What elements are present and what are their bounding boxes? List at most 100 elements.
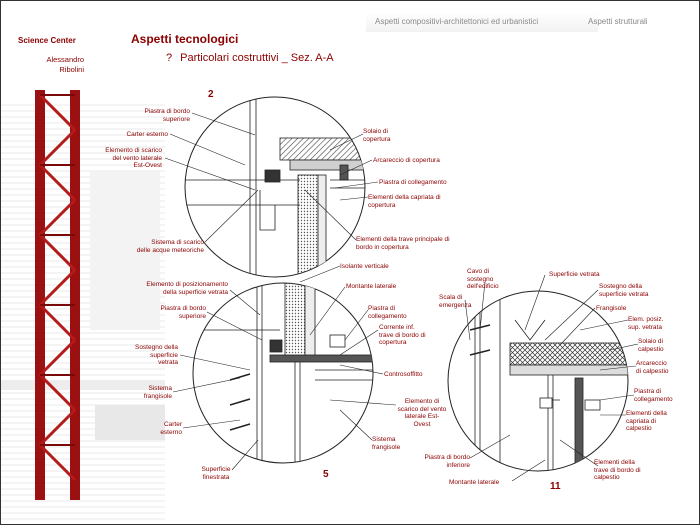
label-arcareccio-copertura: Arcareccio di copertura: [373, 157, 440, 164]
label-line: scarico del vento: [397, 405, 447, 413]
label-controsoffitto: Controsoffitto: [384, 371, 423, 378]
label-line: Solaio di: [363, 128, 388, 135]
label-line: superiore: [162, 115, 190, 123]
label-line: del vento laterale: [112, 154, 162, 162]
label-trave-bordo-calpestio: Elementi della trave di bordo di calpest…: [594, 459, 641, 482]
label-montante-laterale-11: Montante laterale: [449, 479, 500, 486]
label-line: Piastra di bordo: [424, 454, 470, 461]
label-piastra-collegamento-11: Piastra di collegamento: [634, 388, 673, 403]
label-piastra-bordo-inferiore: Piastra di bordo inferiore: [408, 454, 470, 469]
label-line: dell'edificio: [467, 283, 499, 290]
label-line: Elementi della capriata di: [368, 194, 441, 201]
label-line: bordo in copertura: [356, 243, 409, 251]
label-scarico-vento: Elemento di scarico del vento laterale E…: [82, 147, 162, 170]
label-line: superficie: [150, 351, 178, 359]
label-scala-emergenza: Scala di emergenza: [439, 294, 472, 309]
label-line: Sistema: [372, 436, 396, 443]
label-sostegno-superficie: Sostegno della superficie vetrata: [118, 344, 178, 367]
label-line: Arcareccio: [636, 360, 667, 367]
label-solaio-copertura: Solaio di copertura: [363, 128, 390, 143]
label-corrente-inferiore: Corrente inf. trave di bordo di copertur…: [379, 324, 426, 347]
label-line: Piastra di bordo: [144, 108, 190, 115]
label-line: superficie vetrata: [599, 290, 649, 298]
label-line: copertura: [368, 201, 396, 209]
label-scarico-vento-5: Elemento di scarico del vento laterale E…: [392, 398, 452, 428]
label-line: Cavo di: [467, 268, 490, 275]
nav-link-compositive[interactable]: Aspetti compositivi-architettonici ed ur…: [375, 17, 539, 26]
label-piastra-collegamento-5: Piastra di collegamento: [368, 305, 407, 320]
author-name: Alessandro Ribolini: [24, 55, 84, 75]
label-line: frangisole: [143, 392, 172, 400]
label-frangisole: Frangisole: [596, 305, 627, 312]
label-line: Corrente inf.: [379, 324, 415, 331]
label-line: Elemento di posizionamento: [146, 281, 228, 288]
label-line: vetrata: [158, 359, 178, 366]
label-line: Ovest: [413, 420, 431, 428]
label-superficie-finestrata: Superficie finestrata: [192, 466, 240, 481]
label-line: emergenza: [439, 301, 472, 309]
background-photo: [0, 100, 165, 520]
label-line: Elemento di scarico: [105, 147, 162, 154]
page-subtitle: ?Particolari costruttivi _ Sez. A-A: [166, 52, 334, 64]
label-trave-principale: Elementi della trave principale di bordo…: [356, 236, 450, 251]
label-line: Elementi della: [594, 459, 635, 466]
label-cavo-sostegno: Cavo di sostegno dell'edificio: [467, 268, 499, 291]
label-line: collegamento: [634, 395, 673, 403]
label-line: Piastra di: [634, 388, 662, 395]
label-line: inferiore: [446, 461, 470, 469]
author-last-name: Ribolini: [59, 65, 84, 74]
label-line: frangisole: [372, 443, 401, 451]
label-solaio-calpestio: Solaio di calpestio: [638, 338, 664, 353]
leader-lines: [164, 112, 639, 482]
label-line: Sostegno della: [134, 344, 178, 351]
label-line: trave di bordo di: [379, 331, 426, 339]
label-line: Solaio di: [638, 338, 663, 345]
label-line: copertura: [363, 135, 391, 143]
label-piastra-bordo-superiore: Piastra di bordo superiore: [110, 108, 190, 123]
label-line: Elementi della: [626, 410, 667, 417]
label-line: di calpestio: [636, 367, 669, 375]
label-line: Piastra di: [368, 305, 396, 312]
label-line: Piastra di bordo: [160, 305, 206, 312]
label-line: esterno: [160, 428, 182, 436]
tower-image: [35, 90, 80, 500]
label-montante-laterale: Montante laterale: [346, 283, 397, 290]
author-first-name: Alessandro: [46, 55, 84, 64]
label-carter-esterno-5: Carter esterno: [140, 421, 182, 436]
nav-highlight: [366, 12, 598, 32]
label-line: capriata di: [626, 417, 656, 425]
label-line: calpestio: [638, 345, 664, 353]
label-sistema-scarico: Sistema di scarico delle acque meteorich…: [100, 239, 204, 254]
detail-number-5: 5: [323, 469, 329, 480]
nav-link-strutturali[interactable]: Aspetti strutturali: [588, 17, 648, 26]
detail-5: [192, 282, 374, 464]
label-sostegno-vetrata: Sostegno della superficie vetrata: [599, 283, 649, 298]
label-line: copertura: [379, 339, 407, 346]
detail-number-2: 2: [208, 89, 214, 100]
label-line: Elem. posiz.: [628, 316, 664, 323]
label-line: sostegno: [467, 275, 494, 283]
label-line: sup. vetrata: [628, 323, 662, 331]
label-piastra-bordo-superiore-5: Piastra di bordo superiore: [132, 305, 206, 320]
label-line: Sistema: [148, 385, 172, 392]
label-line: della superficie vetrata: [162, 288, 228, 296]
label-superficie-vetrata: Superficie vetrata: [549, 271, 600, 278]
label-capriata-calpestio: Elementi della capriata di calpestio: [626, 410, 667, 433]
label-line: collegamento: [368, 312, 407, 320]
label-piastra-collegamento: Piastra di collegamento: [379, 179, 447, 186]
label-line: superiore: [178, 312, 206, 320]
label-line: delle acque meteoriche: [136, 246, 204, 254]
label-posizionamento-superficie: Elemento di posizionamento della superfi…: [120, 281, 228, 296]
label-line: Elemento di: [404, 398, 440, 405]
label-line: Superficie: [201, 466, 231, 473]
detail-11: [447, 290, 629, 472]
detail-2: [184, 96, 366, 278]
page-title: Aspetti tecnologici: [131, 32, 239, 46]
label-line: Carter: [163, 421, 182, 428]
label-line: Elementi della trave principale di: [356, 236, 450, 243]
detail-number-11: 11: [550, 481, 561, 492]
label-line: Scala di: [439, 294, 463, 301]
label-capriata-copertura: Elementi della capriata di copertura: [368, 194, 441, 209]
